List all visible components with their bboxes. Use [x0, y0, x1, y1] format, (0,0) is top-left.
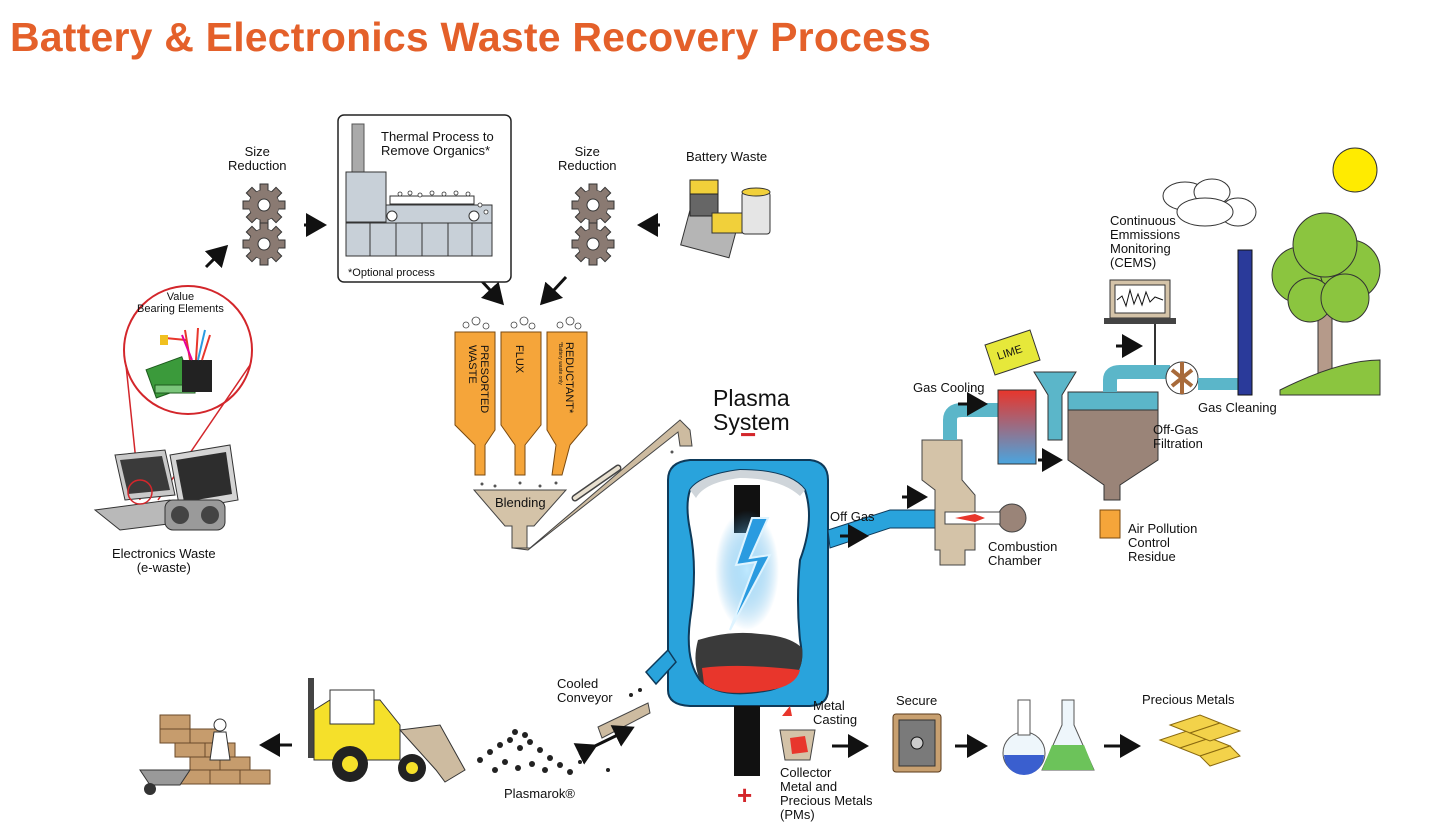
gear-icon [242, 183, 286, 227]
gear-icon [242, 222, 286, 266]
backhoe-illustration [308, 678, 466, 783]
plus-sign: + [737, 780, 753, 810]
flask-icons [1002, 699, 1095, 775]
off-gas-system [827, 147, 1381, 566]
minus-sign: − [740, 419, 757, 450]
electronics-waste-illustration [93, 285, 253, 531]
plasma-vessel [644, 459, 829, 776]
bricks-illustration [139, 714, 271, 795]
feed-silos [454, 316, 693, 551]
plasmarok-label: Plasmarok® [504, 786, 575, 801]
gear-icon [571, 183, 615, 227]
gas-cooling-label: Gas Cooling [913, 380, 985, 395]
off-gas-label: Off Gas [830, 509, 875, 524]
precious-metals-label: Precious Metals [1142, 692, 1235, 707]
gear-icon [571, 222, 615, 266]
electronics-waste-label: Electronics Waste(e-waste) [112, 546, 216, 575]
safe-icon [892, 713, 942, 773]
battery-waste-illustration [680, 179, 771, 259]
battery-waste-label: Battery Waste [686, 149, 768, 164]
metal-casting-illustration [779, 729, 816, 761]
page-title: Battery & Electronics Waste Recovery Pro… [10, 14, 932, 60]
arrow-icon [539, 275, 568, 306]
blending-label: Blending [495, 495, 546, 510]
silo-flux-label: FLUX [513, 345, 525, 374]
gold-bars-icon [1158, 714, 1242, 767]
silo-reductant-label: REDUCTANT* *Battery waste only [557, 342, 575, 414]
arrow-icon [204, 244, 229, 269]
gas-cleaning-label: Gas Cleaning [1198, 400, 1277, 415]
cooled-conveyor [477, 688, 651, 775]
optional-process-label: *Optional process [348, 267, 435, 279]
thermal-process-box [337, 114, 512, 283]
secure-label: Secure [896, 693, 938, 708]
